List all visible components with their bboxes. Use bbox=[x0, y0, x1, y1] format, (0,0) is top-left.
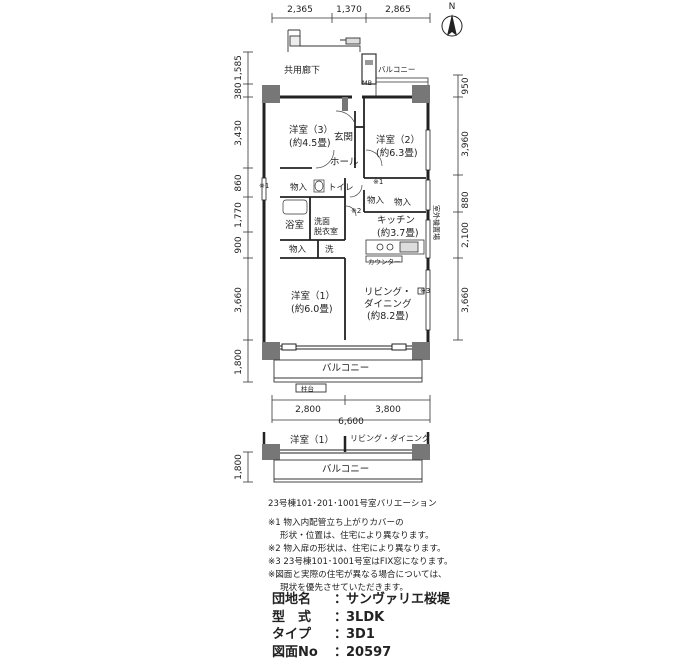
info-no-label: 図面No bbox=[272, 644, 334, 661]
dim-left-2: 380 bbox=[234, 82, 244, 99]
dim-variant-left: 1,800 bbox=[234, 454, 244, 480]
note-1b: 形状・位置は、住宅により異なります。 bbox=[268, 530, 688, 543]
dim-top-1: 2,365 bbox=[287, 5, 313, 15]
marker-1: ※1 bbox=[259, 182, 269, 190]
left-dimension-labels: 1,585 380 3,430 860 1,770 900 3,660 1,80… bbox=[234, 55, 244, 375]
info-block: 団地名：サンヴァリエ桜堤 型 式：3LDK タイプ：3D1 図面No：20597 bbox=[272, 591, 450, 661]
dim-right-2: 3,960 bbox=[461, 131, 471, 157]
info-kind-row: タイプ：3D1 bbox=[272, 626, 450, 644]
room1-name: 洋室（1） bbox=[291, 290, 335, 302]
marker-3: ※3 bbox=[420, 287, 430, 295]
floor-plan: 2,365 1,370 2,865 N 1,585 380 3,430 860 … bbox=[0, 0, 700, 500]
bottom-sash bbox=[280, 344, 412, 350]
dim-left-7: 3,660 bbox=[234, 287, 244, 313]
bathtub bbox=[283, 200, 307, 214]
living-size: (約8.2畳) bbox=[367, 310, 409, 322]
outdoor-unit-name: 室外機置場 bbox=[432, 205, 441, 240]
variant-balcony: バルコニー bbox=[322, 464, 369, 475]
closet-b-name: 物入 bbox=[367, 195, 385, 206]
washroom-name: 洗面 bbox=[314, 216, 330, 226]
closet-a-name: 物入 bbox=[290, 182, 308, 193]
entrance-porch bbox=[288, 30, 360, 52]
info-type-label: 型 式 bbox=[272, 609, 334, 627]
variant-living: リビング・ダイニング bbox=[350, 433, 430, 443]
dim-left-3: 3,430 bbox=[234, 120, 244, 146]
corridor-label: 共用廊下 bbox=[284, 64, 320, 76]
closet-c-name: 物入 bbox=[289, 244, 307, 255]
marker-1b: ※1 bbox=[373, 178, 383, 186]
bath-name: 浴室 bbox=[285, 219, 304, 231]
dim-left-6: 900 bbox=[234, 236, 244, 253]
note-2: ※2 物入扉の形状は、住宅により異なります。 bbox=[268, 543, 688, 556]
variant-room1: 洋室（1） bbox=[290, 434, 334, 446]
toilet-name: トイレ bbox=[328, 183, 354, 193]
room2-name: 洋室（2） bbox=[376, 134, 420, 146]
kitchen-size: (約3.7畳) bbox=[377, 227, 419, 239]
dim-right-3: 880 bbox=[461, 191, 471, 208]
mb-label: MB bbox=[362, 79, 372, 87]
info-name-label: 団地名 bbox=[272, 591, 334, 609]
info-type-value: 3LDK bbox=[346, 609, 384, 627]
room2-size: (約6.3畳) bbox=[376, 147, 418, 159]
dim-bottom-2: 3,800 bbox=[375, 405, 401, 415]
north-arrow-icon bbox=[442, 14, 462, 36]
marker-2: ※2 bbox=[351, 207, 361, 215]
wash-name: 洗 bbox=[325, 244, 334, 255]
info-kind-value: 3D1 bbox=[346, 626, 375, 644]
info-no-value: 20597 bbox=[346, 644, 391, 661]
dim-left-8: 1,800 bbox=[234, 349, 244, 375]
washroom-name-2: 脱衣室 bbox=[314, 226, 338, 236]
hall-name: ホール bbox=[330, 157, 359, 168]
info-type-row: 型 式：3LDK bbox=[272, 609, 450, 627]
toilet-fixture bbox=[314, 180, 324, 192]
closet-d-name: 物入 bbox=[394, 197, 412, 208]
kitchen-name: キッチン bbox=[377, 215, 415, 226]
dim-left-5: 1,770 bbox=[234, 202, 244, 228]
note-1a: ※1 物入内配管立ち上がりカバーの bbox=[268, 517, 688, 530]
pillar-name: 柱台 bbox=[301, 384, 314, 393]
dining-name: ダイニング bbox=[364, 298, 412, 310]
dim-bottom-total: 6,600 bbox=[338, 417, 364, 427]
counter-name: カウンター bbox=[368, 257, 401, 266]
notes-block: 23号棟101･201･1001号室バリエーション ※1 物入内配管立ち上がりカ… bbox=[268, 498, 688, 595]
note-4a: ※図面と実際の住宅が異なる場合については、 bbox=[268, 569, 688, 582]
north-label: N bbox=[449, 2, 456, 12]
dim-bottom-1: 2,800 bbox=[295, 405, 321, 415]
dim-right-1: 950 bbox=[461, 77, 471, 94]
dim-top-2: 1,370 bbox=[336, 5, 362, 15]
info-name-value: サンヴァリエ桜堤 bbox=[346, 591, 450, 609]
info-kind-label: タイプ bbox=[272, 626, 334, 644]
entrance-name: 玄関 bbox=[334, 131, 353, 143]
top-balcony-label: バルコニー bbox=[378, 65, 415, 74]
dim-right-5: 3,660 bbox=[461, 287, 471, 313]
right-dimension-labels: 950 3,960 880 2,100 3,660 bbox=[461, 77, 471, 313]
info-name-row: 団地名：サンヴァリエ桜堤 bbox=[272, 591, 450, 609]
left-dimension-line bbox=[243, 52, 253, 382]
room3-name: 洋室（3） bbox=[289, 124, 333, 136]
dim-right-4: 2,100 bbox=[461, 222, 471, 248]
room3-size: (約4.5畳) bbox=[289, 137, 331, 149]
notes-title: 23号棟101･201･1001号室バリエーション bbox=[268, 498, 688, 511]
dim-top-3: 2,865 bbox=[385, 5, 411, 15]
note-3: ※3 23号棟101･1001号室はFIX窓になります。 bbox=[268, 556, 688, 569]
living-name: リビング・ bbox=[364, 286, 412, 298]
info-no-row: 図面No：20597 bbox=[272, 644, 450, 661]
room1-size: (約6.0畳) bbox=[291, 303, 333, 315]
balcony-main-name: バルコニー bbox=[322, 363, 369, 374]
dim-left-1: 1,585 bbox=[234, 55, 244, 81]
dim-left-4: 860 bbox=[234, 174, 244, 191]
